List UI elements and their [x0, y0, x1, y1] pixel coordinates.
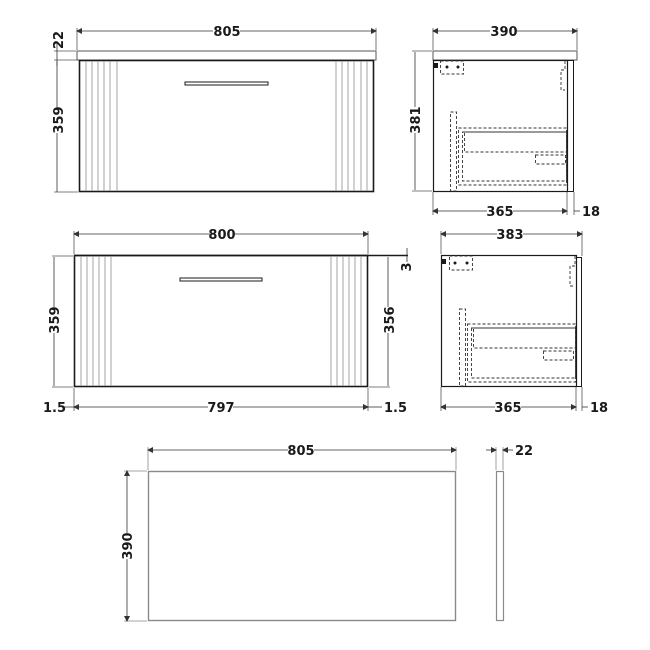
dimension-359: 359 [48, 255, 73, 388]
side-view-with-top: 390 381 365 18 [409, 25, 600, 220]
dim-label: 22 [515, 444, 533, 459]
dim-label: 797 [207, 401, 234, 416]
hinge-outline [560, 61, 566, 91]
dim-label: 805 [287, 444, 314, 459]
bracket-outline [449, 255, 473, 271]
bracket-icon [442, 259, 446, 264]
dimension-805: 805 [76, 25, 377, 50]
dim-label: 365 [486, 205, 513, 220]
carcass-side [440, 254, 578, 388]
bracket-icon [434, 63, 438, 68]
dimension-381: 381 [409, 50, 432, 192]
carcass-side [432, 59, 569, 193]
worktop-front [76, 50, 377, 61]
dimension-22: 22 [52, 31, 78, 66]
runner [450, 111, 457, 192]
dim-label: 390 [121, 532, 136, 559]
flutes-left [85, 61, 118, 191]
side-view-no-top: 383 365 18 [440, 228, 608, 416]
dim-label: 359 [48, 306, 63, 333]
dimension-390: 390 [121, 470, 147, 622]
dimension-365-18: 365 18 [440, 387, 608, 416]
dim-label: 18 [582, 205, 600, 220]
dimension-356: 356 [369, 257, 398, 388]
dim-label: 800 [208, 228, 235, 243]
dimension-383: 383 [440, 228, 583, 256]
drawer-box [458, 127, 567, 186]
dimension-3: 3 [400, 248, 415, 272]
worktop-edge [495, 470, 505, 622]
dim-label: 381 [409, 106, 424, 133]
worktop-side [432, 50, 578, 61]
dim-label: 1.5 [43, 401, 66, 416]
dim-label: 356 [383, 306, 398, 333]
dimension-800: 800 [73, 228, 369, 254]
dim-label: 805 [213, 25, 240, 40]
drawer-box [467, 323, 576, 383]
dim-label: 18 [590, 401, 608, 416]
flutes-right [330, 256, 362, 386]
dim-label: 390 [490, 25, 517, 40]
worktop-panel: 805 390 22 [121, 444, 533, 622]
dimension-365-18: 365 18 [432, 192, 600, 220]
runner [459, 308, 466, 387]
hinge-outline [569, 256, 576, 287]
dim-label: 1.5 [384, 401, 407, 416]
dim-label: 22 [52, 31, 67, 49]
dimension-22: 22 [486, 444, 533, 470]
flutes-left [80, 256, 112, 386]
dim-label: 365 [494, 401, 521, 416]
cabinet-body-front [73, 254, 369, 388]
dimension-805: 805 [147, 444, 457, 470]
bracket-outline [440, 60, 464, 75]
door-side [576, 257, 582, 387]
worktop-plan [147, 470, 457, 622]
flutes-right [335, 61, 368, 191]
front-view-with-top: 805 22 359 [52, 25, 377, 193]
dimension-390: 390 [432, 25, 578, 50]
drawer-handle [179, 277, 263, 282]
dim-label: 3 [400, 262, 415, 271]
front-view-no-top: 800 359 356 3 1.5 [43, 228, 415, 416]
cabinet-body-front [78, 59, 375, 193]
dim-label: 383 [496, 228, 523, 243]
dimension-797: 1.5 797 1.5 [43, 388, 407, 416]
drawer-handle [184, 81, 269, 86]
dimension-359: 359 [52, 61, 78, 193]
dim-label: 359 [52, 106, 67, 133]
door-side [567, 60, 574, 192]
